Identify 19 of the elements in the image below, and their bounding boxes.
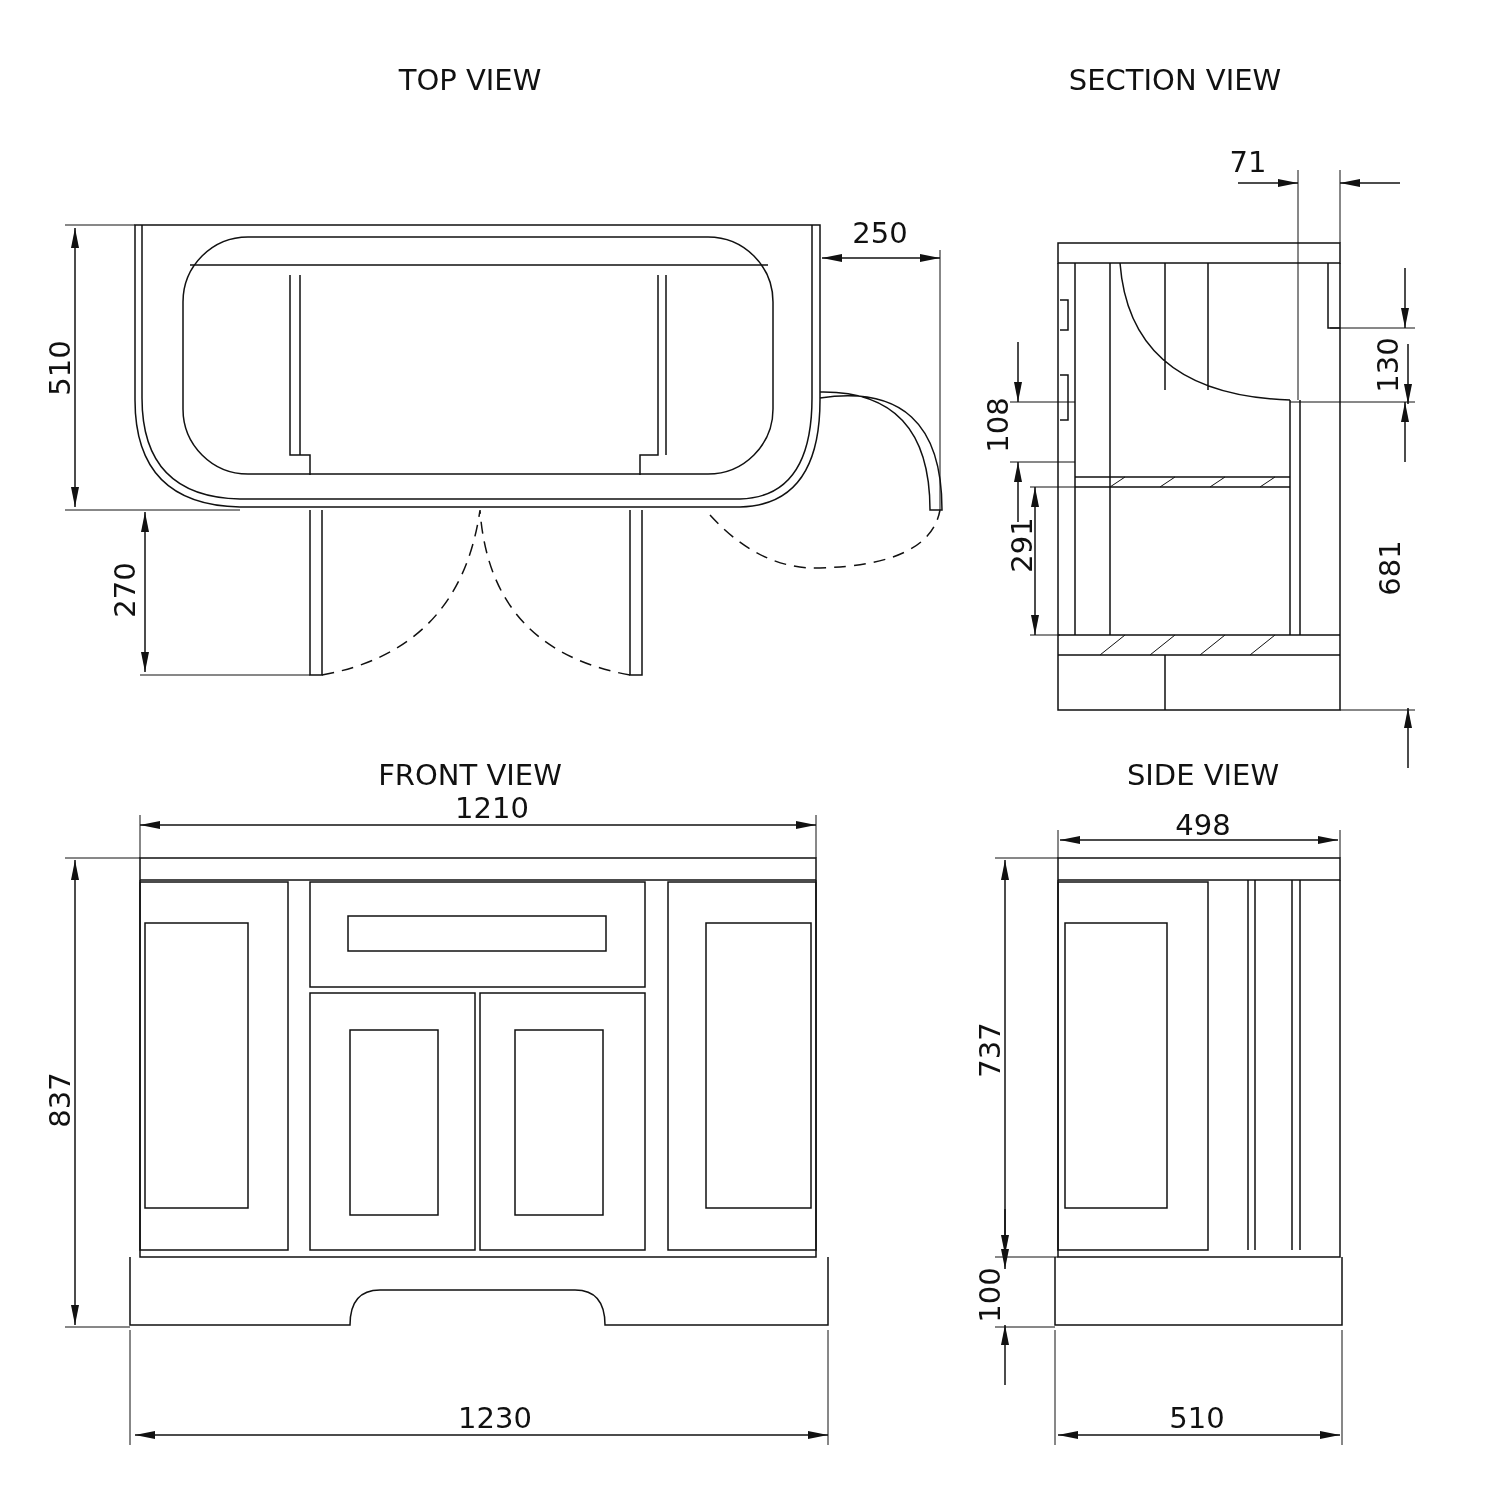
dimension-value: 250	[852, 218, 908, 248]
dimension-value: 510	[45, 340, 75, 396]
dimension-value: 108	[983, 397, 1013, 453]
dimension-value: 510	[1169, 1403, 1225, 1433]
dimension-value: 737	[975, 1022, 1005, 1078]
view-title: SIDE VIEW	[1126, 760, 1280, 790]
dimension-value: 130	[1373, 337, 1403, 393]
dimension-value: 681	[1375, 540, 1405, 596]
view-title: SECTION VIEW	[1068, 65, 1282, 95]
dimension-value: 71	[1229, 147, 1267, 177]
dimension-value: 498	[1175, 810, 1231, 840]
view-title: TOP VIEW	[398, 65, 542, 95]
dimension-value: 1210	[455, 793, 529, 823]
view-title: FRONT VIEW	[378, 760, 562, 790]
dimension-value: 837	[45, 1072, 75, 1128]
dimension-value: 291	[1007, 517, 1037, 573]
dimension-value: 270	[110, 562, 140, 618]
dimension-value: 100	[975, 1267, 1005, 1323]
dimension-value: 1230	[458, 1403, 532, 1433]
